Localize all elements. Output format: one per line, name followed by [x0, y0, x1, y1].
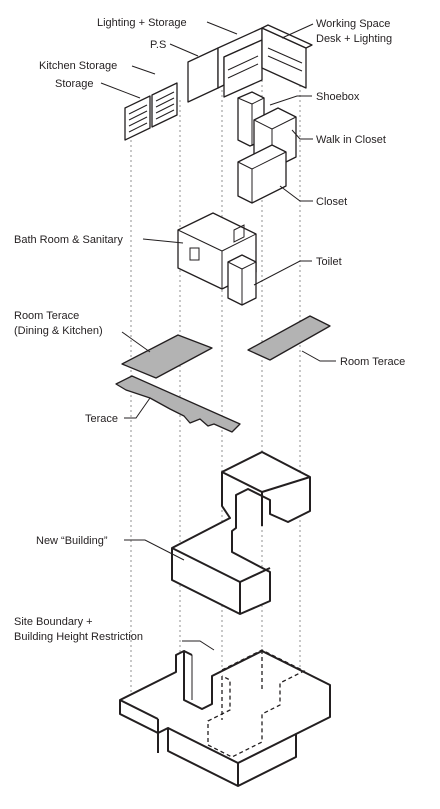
- new-building-volume: [171, 451, 311, 615]
- label-storage: Storage: [55, 78, 94, 90]
- label-room-terace-1: Room Terace: [14, 310, 79, 322]
- label-lighting-storage: Lighting + Storage: [97, 17, 187, 29]
- label-toilet: Toilet: [316, 256, 342, 268]
- label-desk-lighting: Desk + Lighting: [316, 33, 392, 45]
- label-kitchen-storage: Kitchen Storage: [39, 60, 117, 72]
- label-room-terace-2: Room Terace: [340, 356, 405, 368]
- lighting-storage-and-desk: [187, 24, 313, 103]
- bath-and-toilet: [177, 212, 257, 306]
- leader-lines: [100, 21, 336, 651]
- labels: Lighting + Storage P.S Working Space Des…: [14, 17, 405, 643]
- label-closet: Closet: [316, 196, 347, 208]
- label-site-boundary-1: Site Boundary +: [14, 616, 93, 628]
- label-shoebox: Shoebox: [316, 91, 360, 103]
- label-new-building: New “Building”: [36, 535, 108, 547]
- room-terace-slabs: [115, 315, 331, 433]
- label-walk-in-closet: Walk in Closet: [316, 134, 386, 146]
- label-ps: P.S: [150, 39, 166, 51]
- label-terace: Terace: [85, 413, 118, 425]
- label-room-terace-sub: (Dining & Kitchen): [14, 325, 103, 337]
- site-boundary-volume: [119, 649, 331, 787]
- closet-modules: [237, 91, 297, 204]
- label-working-space: Working Space: [316, 18, 390, 30]
- label-bath-room: Bath Room & Sanitary: [14, 234, 123, 246]
- kitchen-storage-shelves: [124, 82, 178, 141]
- label-site-boundary-2: Building Height Restriction: [14, 631, 143, 643]
